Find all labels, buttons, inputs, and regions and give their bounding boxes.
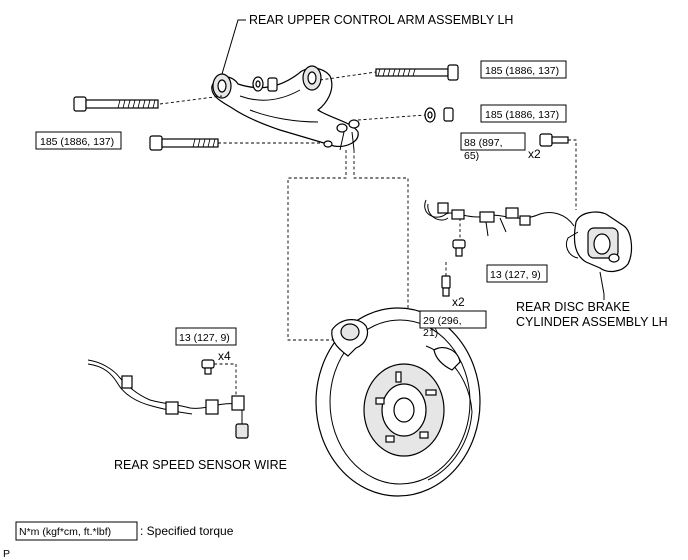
leader-line [221,19,246,75]
label-brake-cylinder-line1: REAR DISC BRAKE [516,300,630,314]
torque-box-sensor-clamp: 13 (127, 9) x4 [175,327,237,363]
legend-meaning: : Specified torque [140,524,234,538]
nut-and-washer-top [252,76,278,92]
corner-mark: P [3,548,10,560]
bracket-bolt [452,239,466,257]
torque-value: 185 (1886, 137) [40,136,114,148]
guide-line [568,139,577,210]
torque-value-cont: 21) [423,327,438,339]
sensor-clamp-bolt [201,359,215,375]
quantity-label: x4 [218,349,231,363]
brake-disc-backing-plate [315,307,481,497]
guide-line [159,95,223,105]
label-speed-sensor-wire: REAR SPEED SENSOR WIRE [114,458,287,472]
caliper-bolt [539,133,569,147]
torque-box-arm-left: 185 (1886, 137) [35,131,122,150]
label-upper-control-arm: REAR UPPER CONTROL ARM ASSEMBLY LH [249,13,513,27]
upper-control-arm [211,65,360,151]
quantity-label: x2 [528,147,541,161]
rear-disc-brake-cylinder [565,211,633,295]
arm-bolt-top-right [375,64,459,81]
hub-bolt [441,275,451,297]
guide-line [319,71,377,81]
guide-line [287,150,347,341]
torque-value: 29 (296, [423,315,462,327]
nut-and-washer-mid [424,107,454,123]
guide-line [214,363,237,396]
torque-box-bracket: 13 (127, 9) [486,264,548,283]
guide-line [357,114,426,121]
torque-value: 185 (1886, 137) [485,109,559,121]
arm-bolt-lower-left [149,135,219,151]
guide-line [353,150,409,350]
arm-bolt-left [73,96,159,112]
torque-value: 13 (127, 9) [490,269,541,281]
legend-units: N*m (kgf*cm, ft.*lbf) [19,526,111,538]
wheel-studs [375,371,437,443]
torque-value: 185 (1886, 137) [485,65,559,77]
label-brake-cylinder-line2: CYLINDER ASSEMBLY LH [516,315,668,329]
torque-box-hub: x2 29 (296, 21) [419,295,487,339]
rear-speed-sensor-wire [87,359,249,439]
torque-box-arm-mid-right: 185 (1886, 137) [480,104,567,123]
torque-value-cont: 65) [464,150,479,162]
legend: N*m (kgf*cm, ft.*lbf) : Specified torque [15,521,234,541]
torque-box-arm-top-right: 185 (1886, 137) [480,60,567,79]
torque-value: 13 (127, 9) [179,332,230,344]
quantity-label: x2 [452,295,465,309]
torque-value: 88 (897, [464,137,503,149]
torque-box-caliper: 88 (897, 65) x2 [460,132,541,162]
brake-wire-harness [424,199,575,237]
